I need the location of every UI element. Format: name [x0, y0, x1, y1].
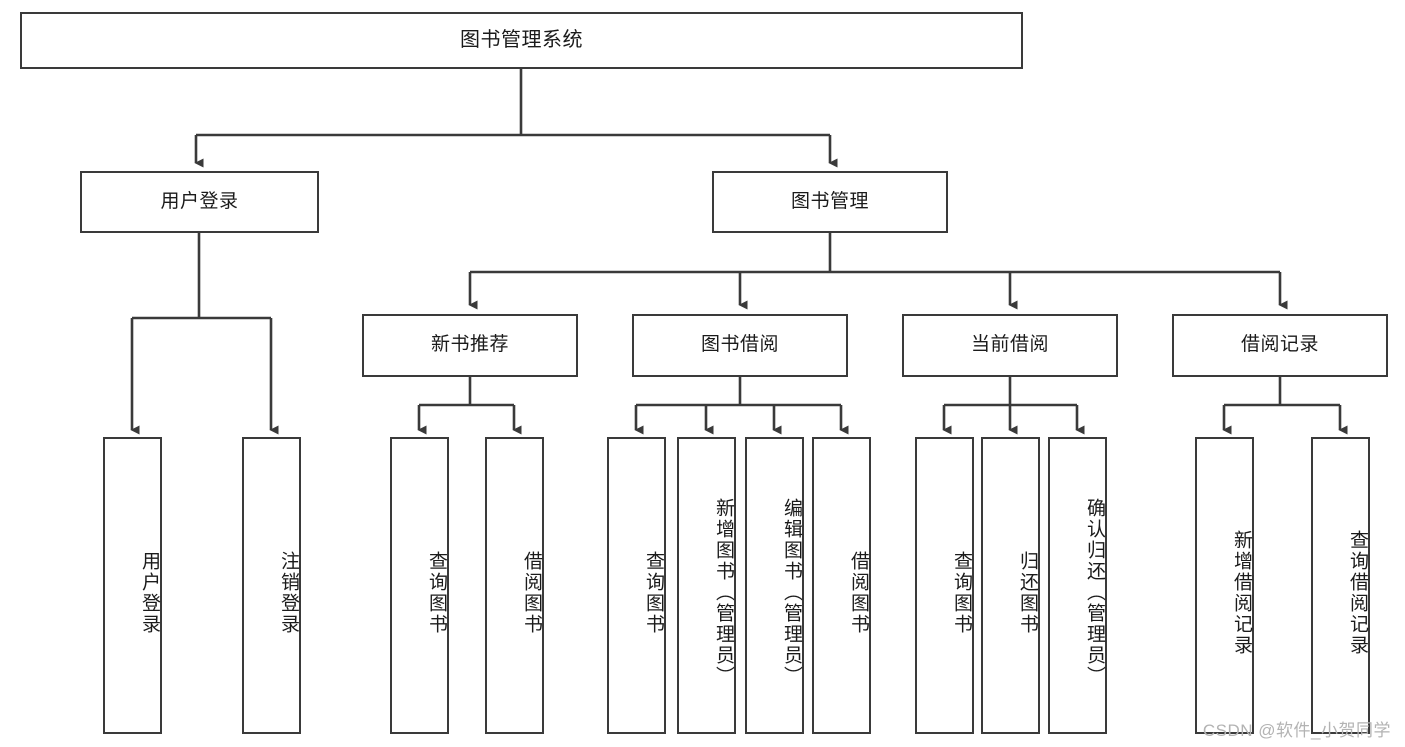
node-book-borrow[interactable]: 图书借阅 [632, 314, 848, 377]
leaf-user-login-logout[interactable]: 注销登录 [242, 437, 301, 734]
node-borrow-records[interactable]: 借阅记录 [1172, 314, 1388, 377]
leaf-current-query-book[interactable]: 查询图书 [915, 437, 974, 734]
leaf-user-login-login[interactable]: 用户登录 [103, 437, 162, 734]
node-root-system[interactable]: 图书管理系统 [20, 12, 1023, 69]
leaf-recommend-query-book[interactable]: 查询图书 [390, 437, 449, 734]
leaf-records-query-record[interactable]: 查询借阅记录 [1311, 437, 1370, 734]
leaf-current-return-book[interactable]: 归还图书 [981, 437, 1040, 734]
leaf-borrow-borrow-book[interactable]: 借阅图书 [812, 437, 871, 734]
leaf-records-add-record[interactable]: 新增借阅记录 [1195, 437, 1254, 734]
leaf-borrow-edit-book-admin[interactable]: 编辑图书（管理员） [745, 437, 804, 734]
node-user-login[interactable]: 用户登录 [80, 171, 319, 233]
node-new-book-recommend[interactable]: 新书推荐 [362, 314, 578, 377]
csdn-watermark: CSDN @软件_小贺同学 [1202, 721, 1391, 740]
node-book-management[interactable]: 图书管理 [712, 171, 948, 233]
leaf-recommend-borrow-book[interactable]: 借阅图书 [485, 437, 544, 734]
node-current-borrow[interactable]: 当前借阅 [902, 314, 1118, 377]
leaf-borrow-add-book-admin[interactable]: 新增图书（管理员） [677, 437, 736, 734]
leaf-current-confirm-return-admin[interactable]: 确认归还（管理员） [1048, 437, 1107, 734]
leaf-borrow-query-book[interactable]: 查询图书 [607, 437, 666, 734]
